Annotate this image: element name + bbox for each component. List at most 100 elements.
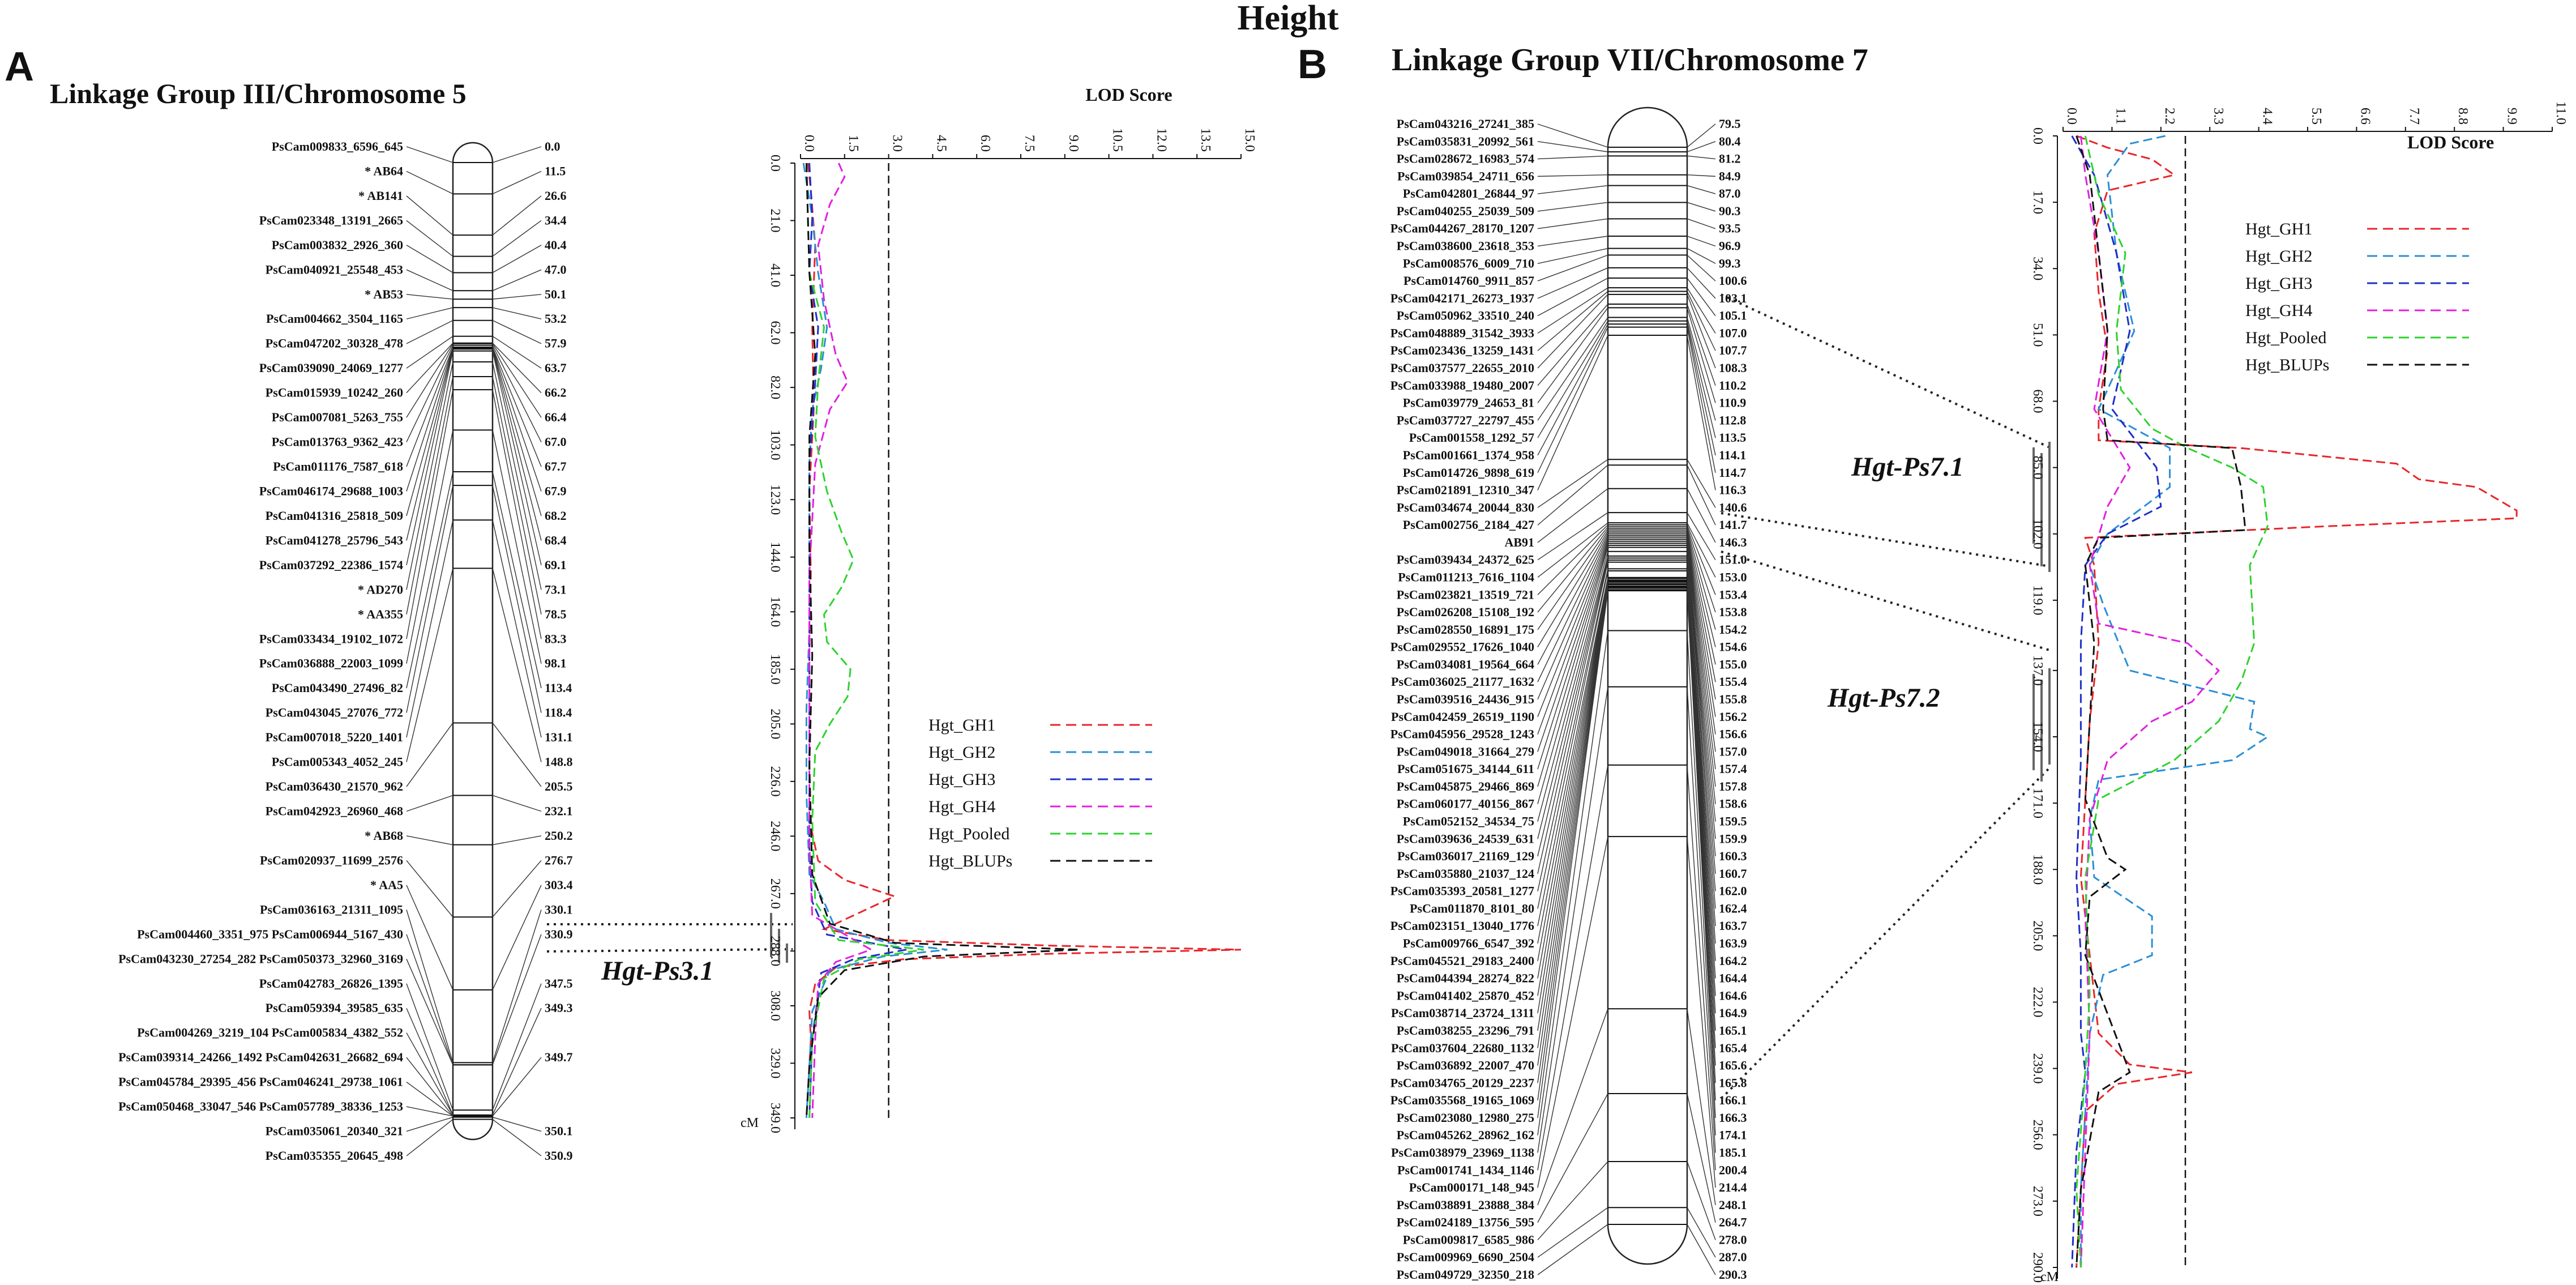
marker-position: 350.1 (545, 1124, 573, 1138)
lod-tick-label: 15.0 (1242, 128, 1257, 152)
marker-name: PsCam049729_32350_218 (1397, 1267, 1534, 1282)
marker-connector (406, 376, 453, 614)
marker-connector (1687, 522, 1716, 578)
marker-connector (1537, 582, 1608, 996)
marker-connector (1537, 327, 1608, 473)
marker-position: 73.1 (545, 582, 567, 596)
marker-connector (1687, 558, 1716, 839)
marker-name: PsCam011213_7616_1104 (1398, 570, 1534, 584)
marker-position: 110.9 (1719, 396, 1746, 410)
panel-b-title: Linkage Group VII/Chromosome 7 (1392, 42, 1868, 78)
marker-position: 154.2 (1719, 622, 1747, 637)
marker-connector (1537, 1161, 1608, 1240)
marker-name: PsCam003832_2926_360 (272, 238, 403, 252)
marker-connector (1537, 570, 1608, 909)
legend-label: Hgt_GH2 (928, 743, 995, 762)
marker-name: PsCam021891_12310_347 (1397, 483, 1534, 497)
marker-name: PsCam045875_29466_869 (1397, 779, 1534, 793)
marker-connector (1537, 551, 1608, 804)
marker-connector (492, 351, 542, 566)
marker-position: 349.7 (545, 1050, 573, 1064)
marker-position: 287.0 (1719, 1250, 1747, 1264)
cm-tick-label: 85.0 (2030, 456, 2045, 480)
cm-tick-label: 329.0 (768, 1048, 782, 1078)
marker-name: PsCam042801_26844_97 (1403, 186, 1534, 200)
marker-connector (1687, 236, 1716, 247)
marker-position: 0.0 (545, 139, 560, 153)
marker-position: 141.7 (1719, 518, 1747, 532)
marker-position: 146.3 (1719, 535, 1747, 549)
marker-connector (406, 1082, 453, 1117)
marker-name: * AA355 (358, 607, 403, 621)
marker-position: 164.2 (1719, 954, 1747, 968)
marker-connector (1687, 287, 1716, 334)
marker-connector (492, 485, 542, 713)
cm-tick-label: 308.0 (768, 991, 782, 1021)
marker-position: 69.1 (545, 558, 567, 572)
legend-label: Hgt_GH4 (2245, 301, 2312, 320)
marker-name: PsCam004269_3219_104 PsCam005834_4382_55… (137, 1026, 403, 1040)
marker-position: 160.3 (1719, 849, 1747, 863)
qtl-guide-line (546, 948, 793, 953)
panel-a-label: A (5, 44, 34, 89)
marker-connector (1537, 560, 1608, 857)
marker-connector (492, 568, 542, 762)
lod-tick-label: 9.0 (1066, 135, 1081, 152)
marker-connector (1687, 591, 1716, 1118)
marker-connector (1687, 335, 1716, 490)
marker-position: 100.6 (1719, 274, 1747, 288)
marker-connector (406, 723, 453, 787)
marker-position: 114.1 (1719, 448, 1746, 462)
marker-connector (1537, 524, 1608, 595)
lod-tick-label: 13.5 (1198, 128, 1213, 152)
marker-connector (1687, 202, 1716, 212)
marker-connector (1537, 123, 1608, 148)
marker-name: PsCam001558_1292_57 (1409, 430, 1534, 445)
series-line-hgt-gh4 (808, 163, 874, 1118)
marker-connector (406, 520, 453, 738)
marker-connector (406, 885, 453, 991)
cm-tick-label: 103.0 (768, 430, 782, 460)
marker-name: PsCam026208_15108_192 (1397, 605, 1534, 619)
marker-connector (1537, 578, 1608, 944)
marker-name: PsCam009833_6596_645 (272, 139, 403, 153)
marker-connector (492, 835, 542, 846)
marker-connector (1537, 323, 1608, 456)
cm-tick-label: 256.0 (2030, 1120, 2045, 1150)
marker-name: PsCam034081_19564_664 (1397, 657, 1534, 671)
legend-label: Hgt_Pooled (2245, 328, 2326, 347)
marker-connector (1687, 248, 1716, 264)
marker-connector (492, 723, 542, 787)
marker-position: 153.8 (1719, 605, 1747, 619)
marker-name: PsCam023348_13191_2665 (259, 213, 403, 227)
marker-connector (406, 347, 453, 492)
marker-position: 67.7 (545, 459, 567, 473)
marker-name: PsCam037292_22386_1574 (259, 558, 403, 572)
marker-connector (1687, 1093, 1716, 1223)
marker-name: PsCam040255_25039_509 (1397, 204, 1534, 218)
marker-position: 156.6 (1719, 727, 1747, 741)
marker-connector (492, 389, 542, 639)
legend-label: Hgt_GH1 (2245, 220, 2312, 238)
marker-position: 278.0 (1719, 1232, 1747, 1246)
marker-position: 349.3 (545, 1001, 573, 1015)
marker-position: 157.8 (1719, 779, 1747, 793)
marker-name: PsCam041316_25818_509 (266, 509, 403, 523)
marker-name: PsCam028550_16891_175 (1397, 622, 1534, 637)
marker-position: 83.3 (545, 631, 567, 646)
marker-connector (406, 320, 453, 344)
marker-name: PsCam001741_1434_1146 (1397, 1163, 1534, 1177)
marker-connector (1687, 324, 1716, 456)
marker-name: PsCam039314_24266_1492 PsCam042631_26682… (118, 1050, 403, 1064)
marker-position: 163.7 (1719, 919, 1747, 933)
marker-position: 63.7 (545, 361, 567, 375)
marker-connector (406, 485, 453, 713)
marker-connector (1687, 560, 1716, 857)
cm-tick-label: 41.0 (768, 263, 782, 287)
marker-connector (1687, 547, 1716, 787)
marker-connector (492, 885, 542, 991)
marker-connector (1537, 583, 1608, 1014)
marker-name: PsCam023080_12980_275 (1397, 1111, 1534, 1125)
marker-position: 162.4 (1719, 901, 1747, 915)
